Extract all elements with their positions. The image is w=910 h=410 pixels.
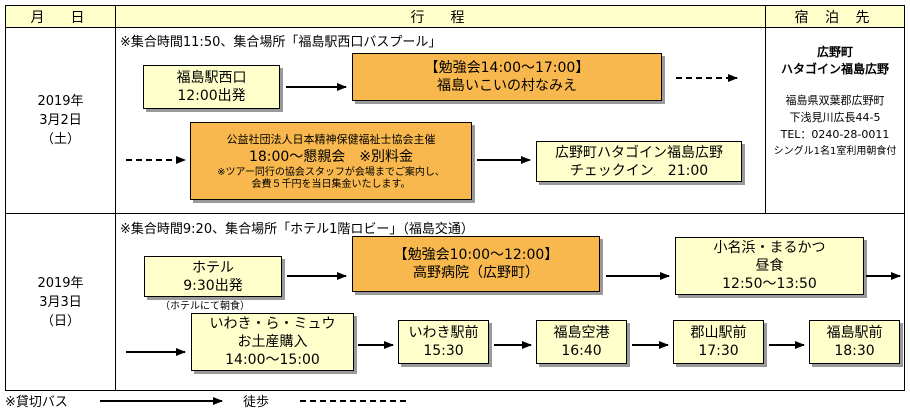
day1-year: 2019年 — [37, 94, 84, 109]
lodging-plan: シングル1名1室利用朝食付 — [773, 146, 897, 157]
day1-study-box: 【勉強会14:00～17:00】福島いこいの村なみえ — [352, 53, 662, 101]
lodging-town: 広野町 — [816, 45, 853, 59]
day1-meeting-note: ※集合時間11:50、集合場所「福島駅西口バスプール」 — [120, 35, 442, 50]
day1-date: 3月2日 — [39, 113, 82, 128]
lodging-address2: 下浅見川広長44-5 — [789, 111, 881, 124]
lodging-cell: 広野町 ハタゴイン福島広野 福島県双葉郡広野町 下浅見川広長44-5 TEL：0… — [765, 27, 905, 214]
lodging-hotel-name: ハタゴイン福島広野 — [780, 62, 889, 76]
day1-party-box: 公益社団法人日本精神保健福祉士協会主催 18:00～懇親会 ※別料金 ※ツアー同… — [190, 122, 472, 200]
day2-date-cell: 2019年 3月3日 （日） — [5, 213, 116, 391]
day1-checkin-box: 広野町ハタゴイン福島広野チェックイン 21:00 — [536, 141, 742, 182]
day2-date: 3月3日 — [39, 294, 82, 310]
day2-year: 2019年 — [37, 275, 84, 291]
lodging-tel: TEL：0240-28-0011 — [780, 128, 890, 141]
day2-breakfast-note: （ホテルにて朝食） — [160, 301, 250, 312]
legend-bus-label: ※貸切バス — [5, 395, 68, 410]
lodging-address1: 福島県双葉郡広野町 — [785, 94, 885, 107]
day2-study-box: 【勉強会10:00～12:00】高野病院（広野町） — [352, 236, 600, 292]
legend-walk-label: 徒歩 — [243, 395, 270, 410]
day2-weekday: （日） — [40, 313, 80, 329]
day1-weekday: （土） — [40, 132, 80, 147]
day2-meeting-note: ※集合時間9:20、集合場所「ホテル1階ロビー」（福島交通） — [120, 222, 474, 237]
header-lodging: 宿 泊 先 — [765, 5, 905, 28]
